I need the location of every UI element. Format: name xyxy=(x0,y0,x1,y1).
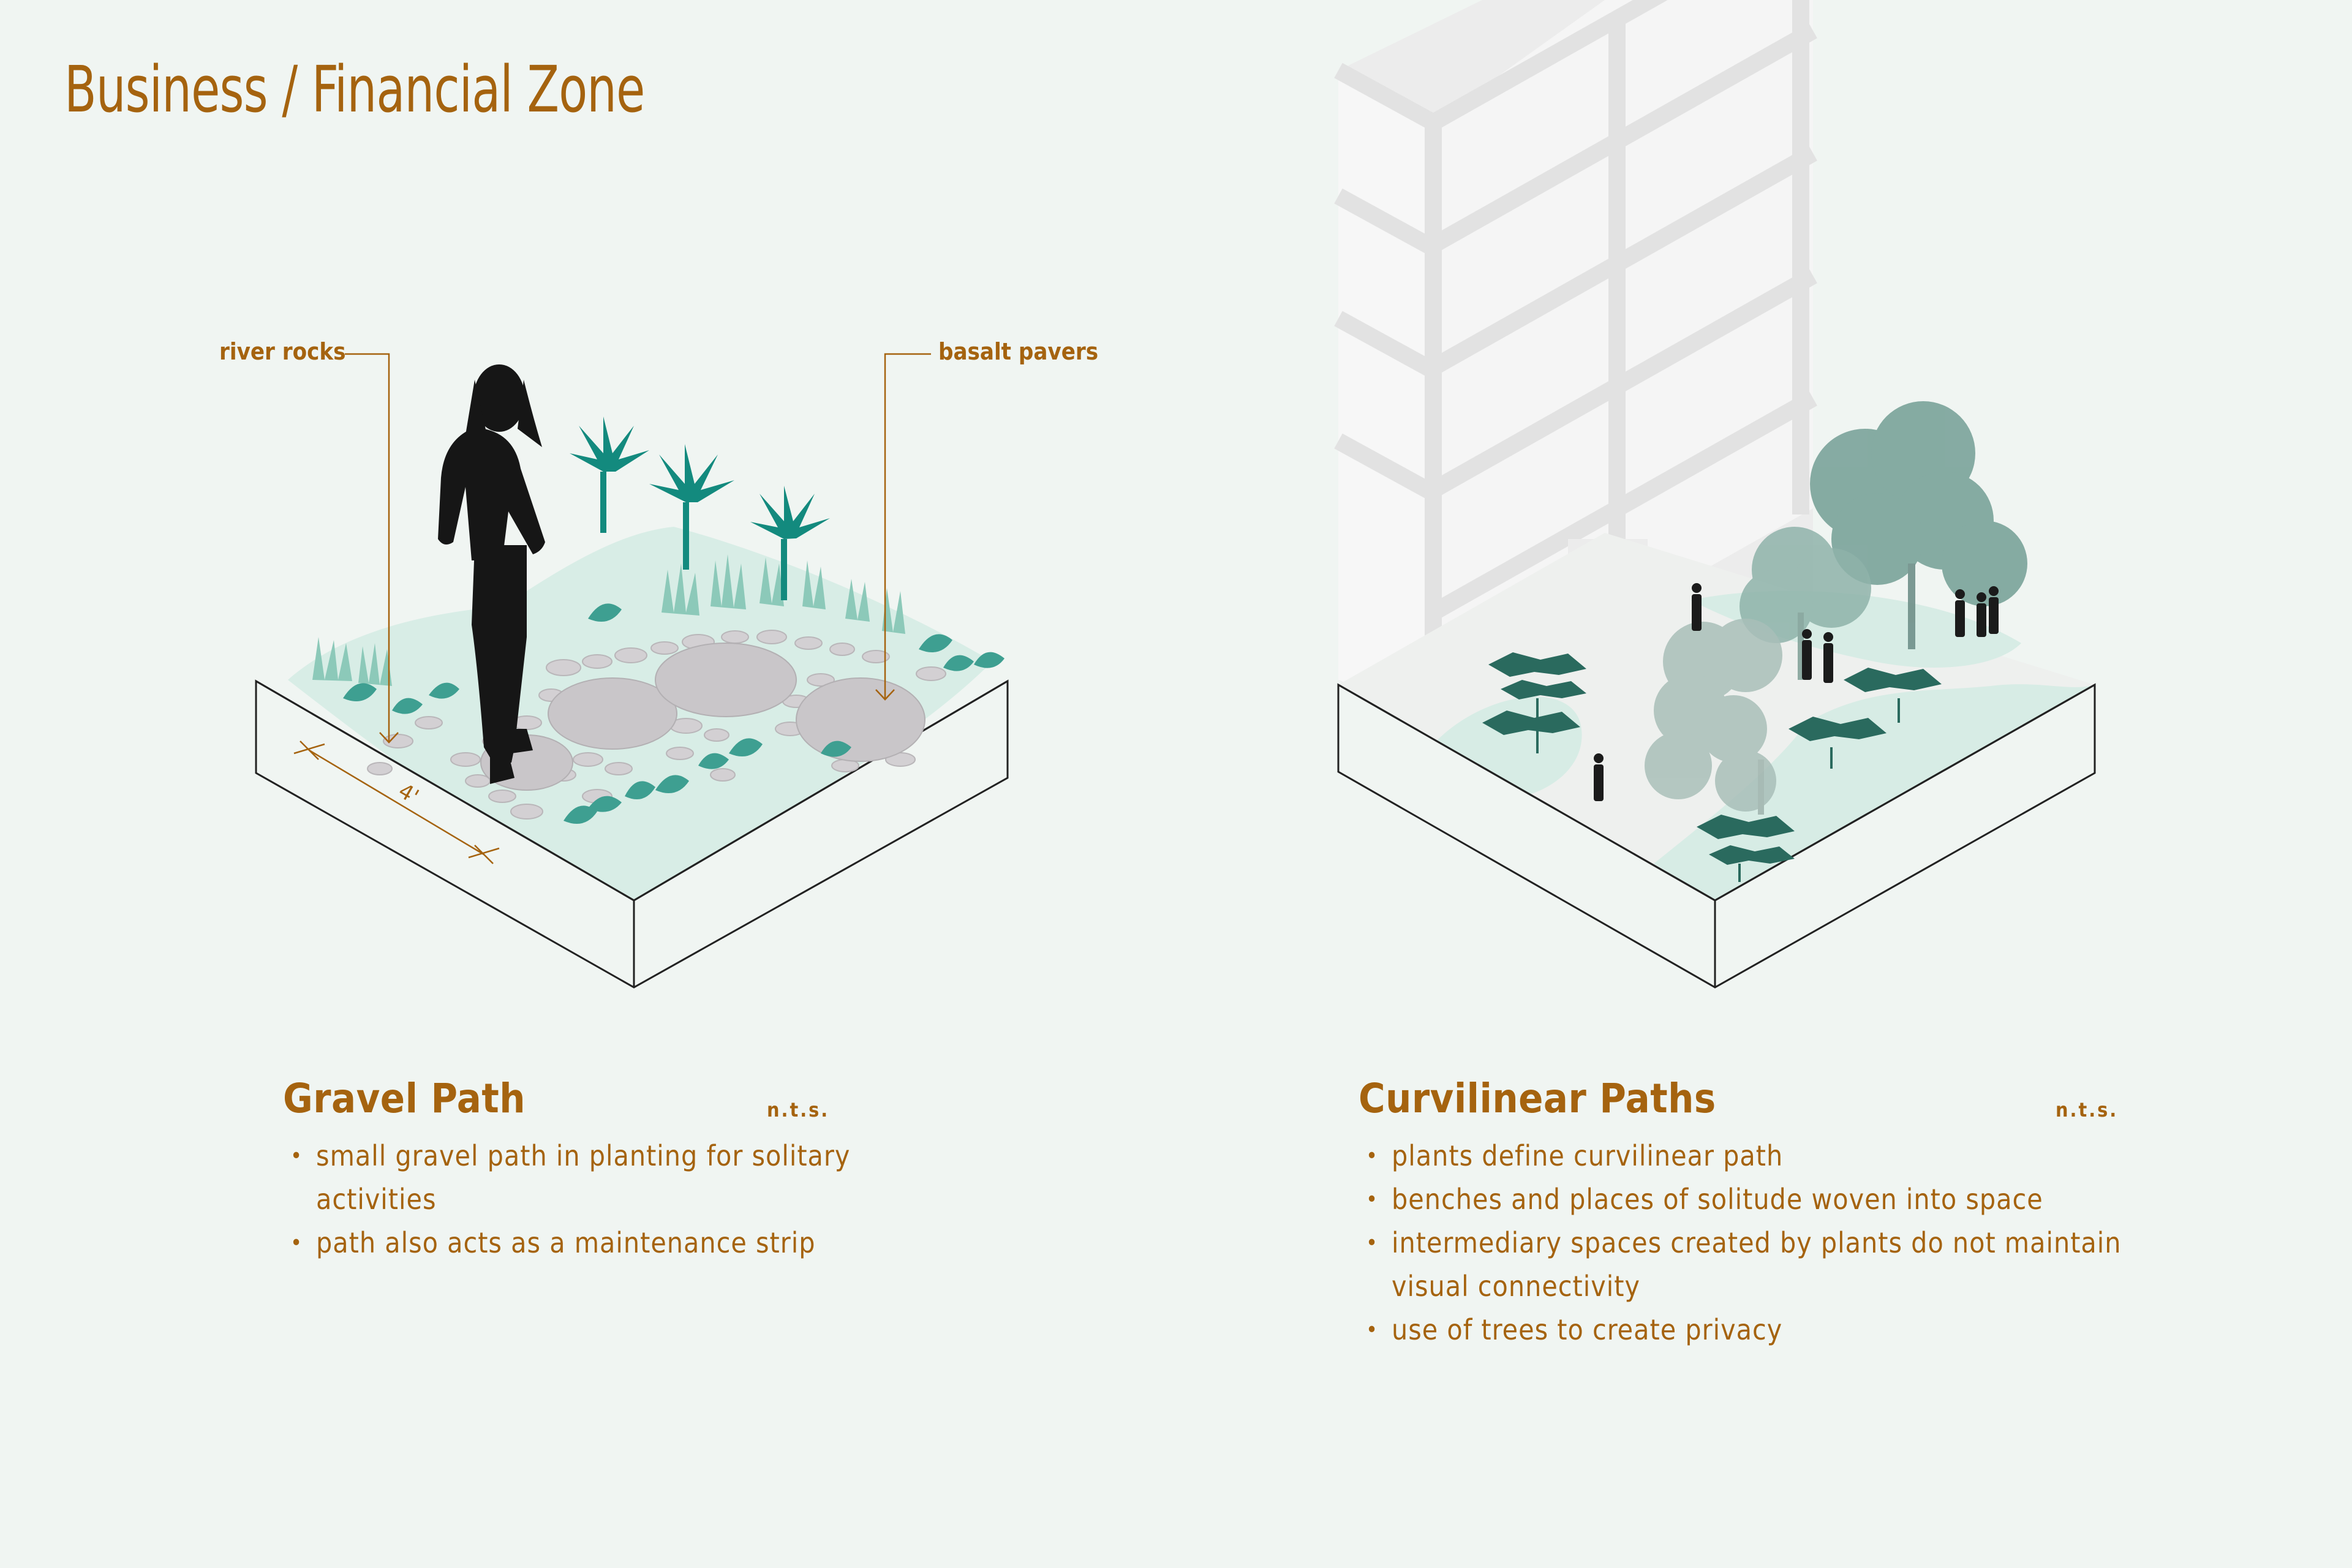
shrub-stems xyxy=(1536,698,1900,882)
tree-mid xyxy=(1740,527,1871,680)
right-base-block xyxy=(1337,683,2096,989)
tree-front xyxy=(1645,619,1782,815)
river-rocks-label: river rocks xyxy=(219,338,346,365)
gravel-path-title: Gravel Path xyxy=(283,1075,526,1122)
curvilinear-paths-bullets: •plants define curvilinear path •benches… xyxy=(1359,1134,2155,1352)
curvilinear-paths-scale: n.t.s. xyxy=(2056,1098,2119,1121)
person-2 xyxy=(1955,586,1999,637)
basalt-pavers-label: basalt pavers xyxy=(938,338,1099,365)
gravel-stones xyxy=(367,630,946,820)
bullet-dot-icon: • xyxy=(1366,1231,1379,1256)
curvilinear-paths-title: Curvilinear Paths xyxy=(1359,1075,1716,1122)
bullet-dot-icon: • xyxy=(1366,1144,1379,1169)
list-item: •plants define curvilinear path xyxy=(1359,1134,2155,1178)
person-solitary xyxy=(1594,753,1604,801)
bullet-dot-icon: • xyxy=(290,1231,303,1256)
curvilinear-paths-panel: Curvilinear Paths n.t.s. •plants define … xyxy=(1359,1075,2155,1352)
gravel-path-bullets: •small gravel path in planting for solit… xyxy=(283,1134,895,1265)
list-item: •small gravel path in planting for solit… xyxy=(283,1134,895,1221)
list-item: •use of trees to create privacy xyxy=(1359,1308,2155,1352)
shrubs xyxy=(1482,652,1942,865)
right-planting-bed-center xyxy=(1654,684,2095,900)
bullet-dot-icon: • xyxy=(1366,1187,1379,1212)
gravel-path-diagram: 4' xyxy=(255,353,1009,989)
person-group xyxy=(1802,629,1833,683)
gravel-path-scale: n.t.s. xyxy=(767,1098,830,1121)
list-item: •intermediary spaces created by plants d… xyxy=(1359,1221,2155,1308)
page-title: Business / Financial Zone xyxy=(64,52,645,127)
people xyxy=(1594,583,1999,801)
curvilinear-paths-diagram xyxy=(1334,0,2096,989)
gravel-path-panel: Gravel Path n.t.s. •small gravel path in… xyxy=(283,1075,895,1265)
person-1 xyxy=(1692,583,1702,631)
trees xyxy=(1482,401,2027,882)
list-item: •benches and places of solitude woven in… xyxy=(1359,1178,2155,1221)
dimension-line xyxy=(293,741,500,864)
left-base-block xyxy=(255,679,1009,989)
bullet-dot-icon: • xyxy=(1366,1317,1379,1343)
callout-leaders xyxy=(345,353,931,744)
bullet-dot-icon: • xyxy=(290,1144,303,1169)
ground-foliage xyxy=(343,603,1005,824)
woman-silhouette xyxy=(438,364,545,784)
tree-large-back xyxy=(1810,401,2027,649)
list-item: •path also acts as a maintenance strip xyxy=(283,1221,895,1265)
grass-tufts xyxy=(312,554,905,686)
palm-plants xyxy=(570,417,830,600)
